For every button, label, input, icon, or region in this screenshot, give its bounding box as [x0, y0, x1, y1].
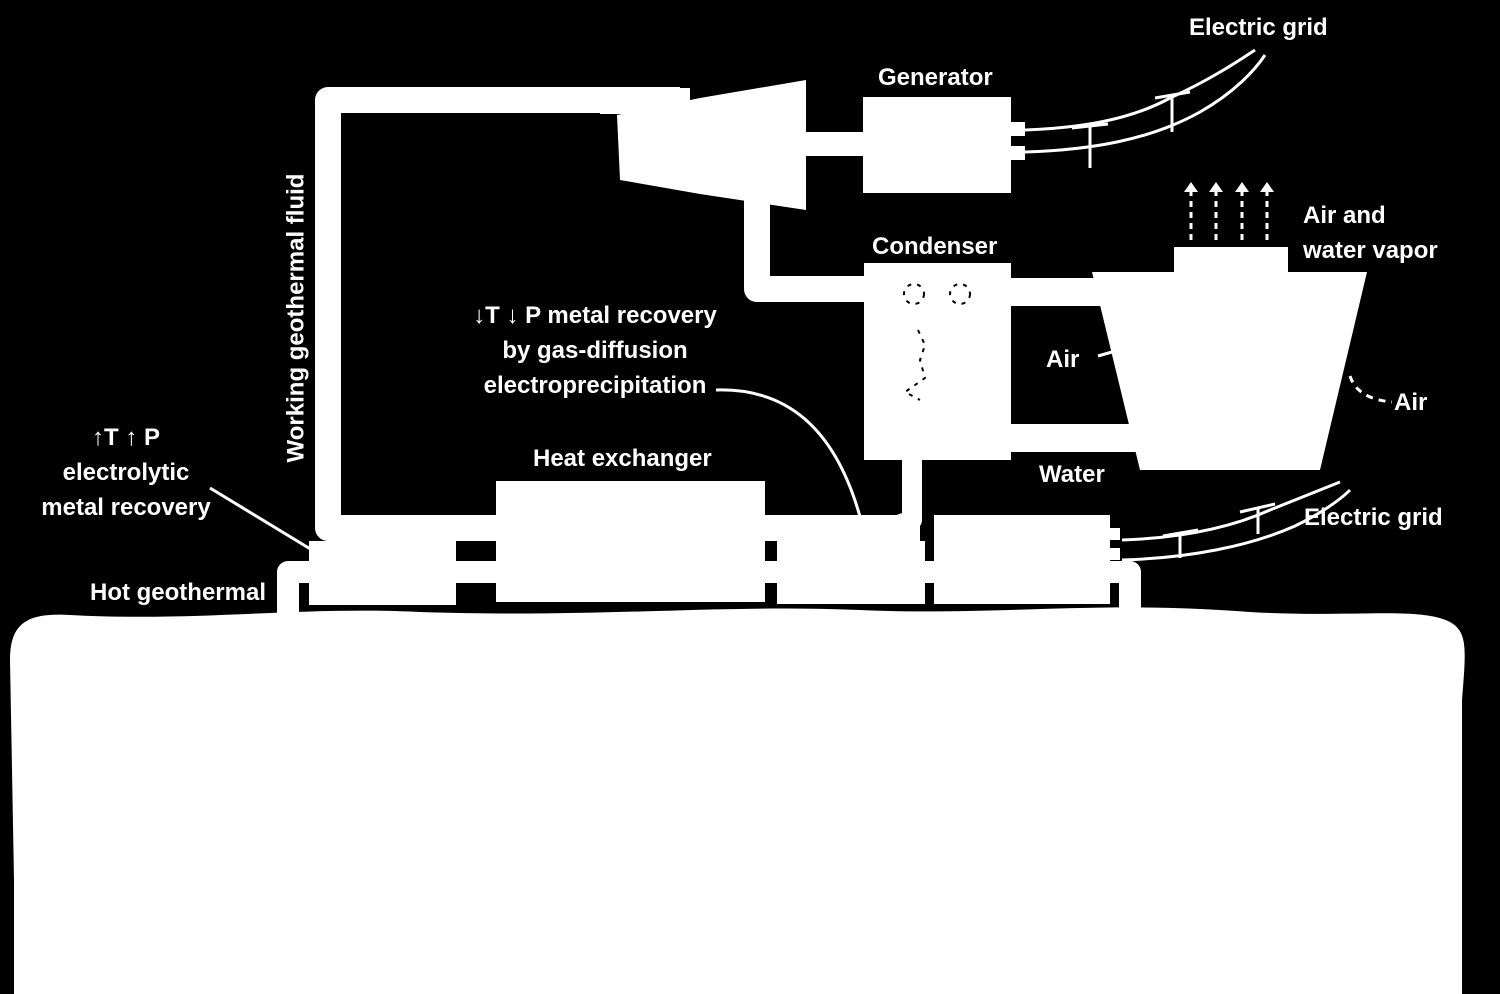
electric-grid-bottom-lines — [1121, 480, 1352, 562]
label-low-tp-recovery-line-1: ↓T ↓ P metal recovery — [473, 302, 717, 329]
label-air-and-water-vapor-line-1: Air and — [1303, 202, 1386, 229]
air-right-leader — [1348, 375, 1393, 404]
cooling-pipe-bottom — [1008, 424, 1138, 452]
condenser-drain-pipe — [886, 455, 922, 538]
label-heat-exchanger: Heat exchanger — [533, 445, 712, 472]
turbine-inlet — [600, 88, 690, 114]
cooling-pipe-top — [1008, 278, 1104, 306]
label-electric-grid-bottom: Electric grid — [1304, 504, 1443, 531]
generator-box — [863, 97, 1011, 193]
label-working-fluid: Working geothermal fluid — [282, 173, 310, 463]
generator-connector-1 — [1011, 122, 1025, 136]
label-low-tp-recovery-line-2: by gas-diffusion — [502, 337, 688, 364]
bottom-connector-2 — [1108, 548, 1120, 560]
label-air-and-water-vapor: Air and water vapor — [1303, 198, 1438, 268]
air-left-leader — [1097, 350, 1113, 358]
label-high-tp-recovery: ↑T ↑ P electrolytic metal recovery — [26, 420, 226, 525]
condenser-coil — [903, 283, 971, 401]
cooling-tower-top — [1174, 247, 1288, 277]
electrolytic-leader — [209, 486, 313, 552]
label-generator: Generator — [878, 64, 993, 91]
hot-fluid-pipe — [277, 561, 1141, 640]
label-condenser: Condenser — [872, 233, 998, 260]
bottom-generator-box — [934, 515, 1110, 604]
shaft — [800, 132, 870, 156]
label-water: Water — [1039, 461, 1105, 488]
condenser-box — [864, 263, 1011, 460]
vapor-arrows — [1189, 192, 1269, 240]
vapor-arrowheads — [1184, 182, 1274, 192]
ground — [10, 607, 1465, 994]
label-hot-fluid: Hot geothermal fluid — [60, 575, 266, 645]
bottom-connector-1 — [1108, 528, 1120, 540]
label-electric-grid-top: Electric grid — [1189, 14, 1328, 41]
label-high-tp-recovery-line-2: electrolytic — [62, 459, 190, 486]
label-air-right: Air — [1394, 389, 1428, 416]
generator-connector-2 — [1011, 146, 1025, 160]
electroprecipitation-leader — [715, 388, 868, 542]
label-air-left: Air — [1046, 346, 1080, 373]
label-low-tp-recovery: ↓T ↓ P metal recovery by gas-diffusion e… — [450, 298, 740, 403]
heat-exchanger-box — [496, 481, 765, 602]
label-low-tp-recovery-line-3: electroprecipitation — [483, 372, 707, 399]
electric-grid-top-lines — [1024, 48, 1267, 168]
label-air-and-water-vapor-line-2: water vapor — [1303, 237, 1438, 264]
label-hot-fluid-line-2: fluid — [215, 614, 266, 641]
label-high-tp-recovery-line-3: metal recovery — [41, 494, 211, 521]
exhaust-pipe — [744, 195, 870, 302]
label-hot-fluid-line-1: Hot geothermal — [89, 579, 266, 606]
label-high-tp-recovery-line-1: ↑T ↑ P — [91, 424, 160, 451]
cooling-tower — [1092, 272, 1367, 470]
